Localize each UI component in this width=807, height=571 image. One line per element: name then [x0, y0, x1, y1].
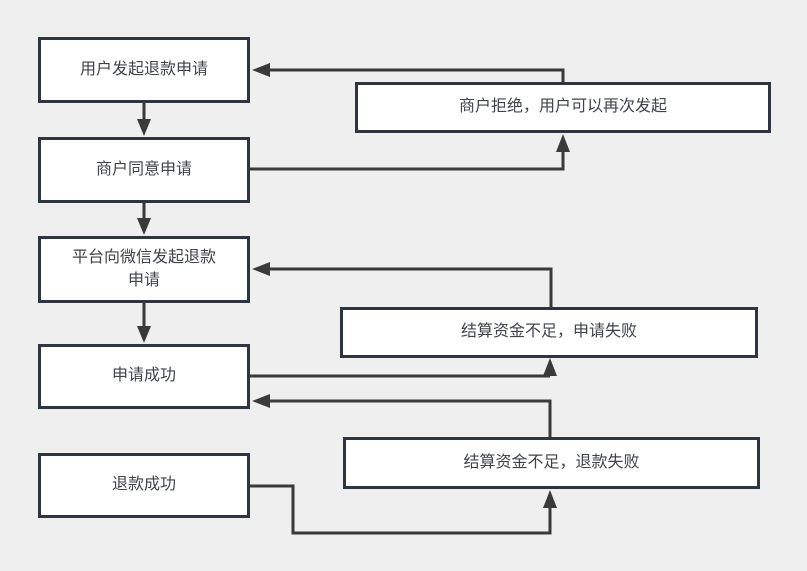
- edge-merchant-agrees-to-reject: [250, 134, 570, 171]
- flow-node-user-initiates-refund: 用户发起退款申请: [38, 37, 250, 103]
- node-label: 商户拒绝，用户可以再次发起: [458, 98, 667, 116]
- edge-request-failed-to-platform: [252, 262, 553, 309]
- node-label: 平台向微信发起退款申请: [71, 249, 216, 289]
- node-label: 商户同意申请: [95, 160, 192, 178]
- node-label: 结算资金不足，申请失败: [460, 323, 637, 341]
- node-label: 结算资金不足，退款失败: [463, 453, 640, 471]
- edge-platform-to-request-success: [137, 303, 151, 343]
- flow-node-refund-success: 退款成功: [38, 453, 250, 518]
- flow-node-insufficient-funds-request-failed: 结算资金不足，申请失败: [340, 307, 758, 358]
- flow-node-request-success: 申请成功: [38, 344, 250, 409]
- edge-merchant-agrees-to-platform: [137, 203, 151, 235]
- flow-node-merchant-rejects-retry: 商户拒绝，用户可以再次发起: [355, 82, 771, 133]
- edge-user-to-merchant-agrees: [137, 103, 151, 136]
- edge-refund-success-to-refund-failed: [250, 484, 557, 535]
- edge-refund-failed-to-request-success: [252, 394, 552, 439]
- node-label: 用户发起退款申请: [79, 60, 208, 78]
- flow-node-insufficient-funds-refund-failed: 结算资金不足，退款失败: [343, 437, 760, 489]
- flow-node-merchant-agrees: 商户同意申请: [38, 137, 250, 203]
- edge-reject-to-user: [252, 63, 565, 84]
- flow-node-platform-initiates-wechat-refund: 平台向微信发起退款申请: [38, 236, 250, 303]
- edge-request-success-to-request-failed: [250, 358, 557, 378]
- node-label: 退款成功: [111, 476, 176, 494]
- node-label: 申请成功: [111, 367, 176, 385]
